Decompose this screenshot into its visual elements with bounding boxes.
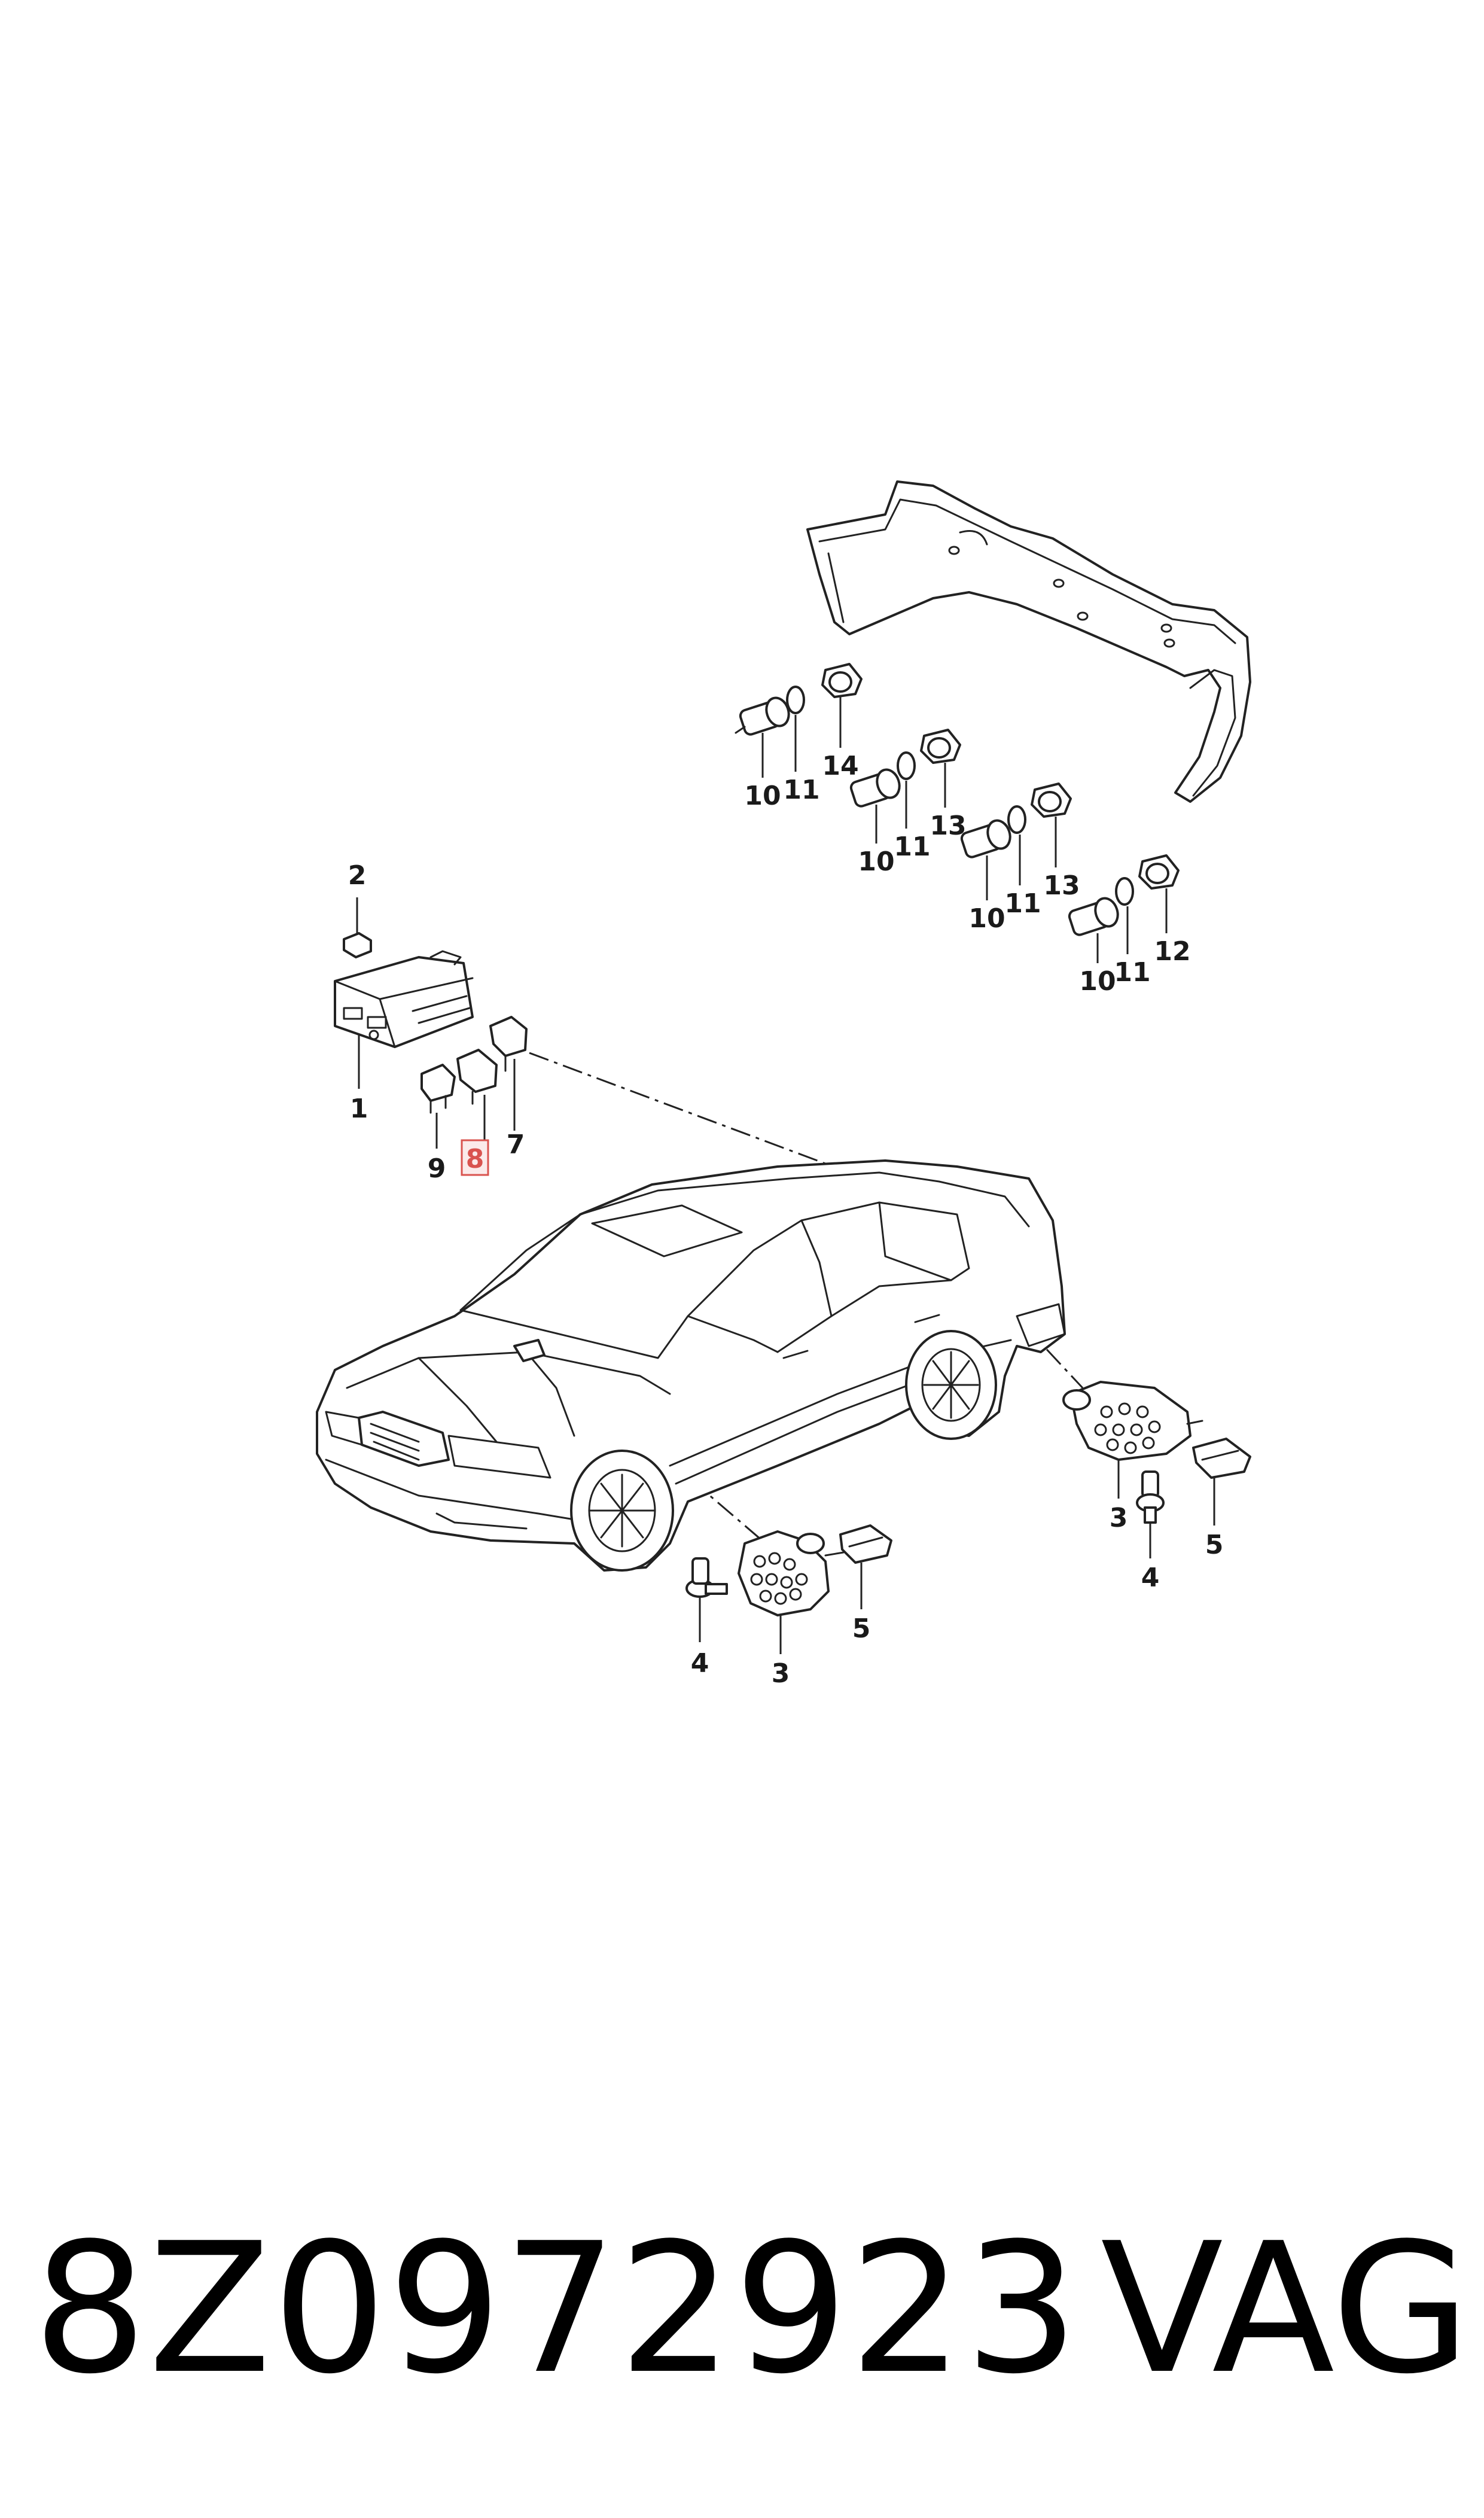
callout-10: 10 [858,847,894,877]
sensor-body-icon [849,768,901,808]
o-ring-icon [786,686,805,714]
connector-icon [489,1016,528,1131]
callout-11: 11 [894,832,930,862]
callout-4: 4 [1141,1563,1160,1593]
o-ring-icon [1115,877,1134,906]
brand-name: VAG [1101,2205,1471,2413]
sensor-holder-icon [1031,783,1072,818]
clip-icon [1192,1438,1251,1526]
clip-icon [839,1524,892,1609]
callout-7: 7 [507,1129,525,1160]
callout-11: 11 [783,775,819,805]
bolt-icon [1136,1470,1165,1558]
callout-10: 10 [744,781,781,811]
callout-4: 4 [691,1648,709,1679]
callout-13: 13 [930,811,966,841]
car-illustration [316,1159,1066,1572]
callout-5: 5 [1205,1530,1224,1560]
nut-icon [343,897,372,958]
callout-14: 14 [822,751,858,781]
sensor-group-2 [849,729,961,844]
buzzer-icon [738,1530,845,1654]
callout-11: 11 [1004,888,1041,919]
control-unit [334,950,474,1089]
highlight-box [461,1139,489,1176]
sensor-group-4 [1068,854,1180,963]
sensor-group-1 [735,663,863,778]
part-number: 8Z0972923 [33,2205,1080,2413]
callout-9: 9 [428,1153,446,1184]
callout-8: 8 [466,1144,484,1174]
callout-10: 10 [1079,966,1116,997]
rear-bumper [806,480,1251,803]
callout-3: 3 [1110,1503,1128,1533]
callout-11: 11 [1114,957,1150,988]
o-ring-icon [1007,805,1026,834]
callout-13: 13 [1043,870,1080,901]
sensor-body-icon [735,696,790,736]
callout-2: 2 [348,860,367,891]
sensor-holder-icon [821,663,863,698]
callout-12: 12 [1154,936,1190,967]
callout-5: 5 [852,1613,871,1644]
sensor-holder-icon [920,729,961,764]
sensor-body-icon [1068,897,1119,936]
callout-3: 3 [772,1658,790,1689]
sensor-holder-icon [1138,854,1180,890]
callout-10: 10 [968,903,1005,934]
callout-1: 1 [350,1094,368,1124]
buzzer-icon [1062,1381,1203,1499]
sensor-body-icon [960,819,1011,858]
connector-icon [420,1064,456,1149]
bolt-icon [685,1557,728,1642]
sensor-group-3 [960,783,1072,900]
o-ring-icon [897,751,916,780]
callout-labels: 2 1 9 8 7 10 11 14 10 11 13 10 11 13 10 … [348,751,1224,1689]
connector-icon [456,1049,498,1155]
